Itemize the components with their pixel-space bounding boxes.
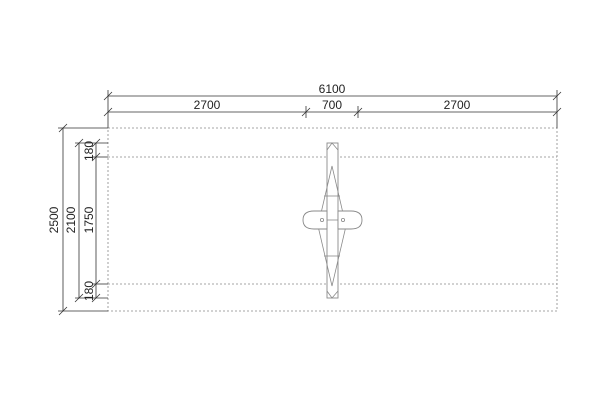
seat-left <box>302 210 328 230</box>
dim-overall-height: 2500 <box>47 206 61 233</box>
top-dimension-segments <box>103 106 562 118</box>
left-dimension-inner <box>74 138 108 303</box>
dim-overall-width: 6100 <box>319 82 346 96</box>
left-dimension-overall <box>58 123 108 316</box>
beam-bottom-cap <box>326 290 339 299</box>
seat-right <box>337 210 363 230</box>
beam-top-cap <box>326 142 339 151</box>
outer-boundary <box>107 127 558 312</box>
dim-segment-right: 2700 <box>444 98 471 112</box>
dim-middle-height: 1750 <box>82 206 96 233</box>
left-dimension-segments <box>91 138 108 303</box>
frame-diamond <box>317 165 347 287</box>
dim-inner-height: 2100 <box>64 206 78 233</box>
top-dimension-overall <box>103 90 562 128</box>
dim-segment-left: 2700 <box>194 98 221 112</box>
seesaw-beam <box>326 142 339 299</box>
bolt-left <box>319 217 324 222</box>
seesaw-object <box>302 142 363 299</box>
dim-bottom-margin: 180 <box>82 281 96 301</box>
bolt-right <box>340 217 345 222</box>
dim-segment-middle: 700 <box>322 98 342 112</box>
dim-top-margin: 180 <box>82 141 96 161</box>
